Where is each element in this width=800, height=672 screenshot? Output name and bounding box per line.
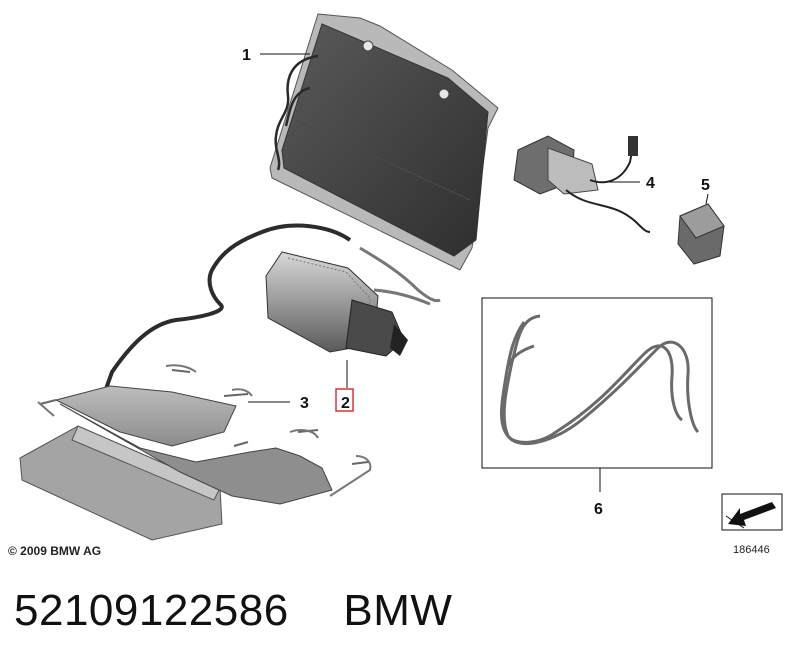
callout-6: 6 xyxy=(594,501,603,518)
relay-part xyxy=(677,193,725,265)
brand-name: BMW xyxy=(343,586,453,635)
hose-set-part xyxy=(481,297,713,492)
seat-bladder-part xyxy=(19,364,372,541)
air-hose xyxy=(100,223,352,401)
part-number: 52109122586 xyxy=(14,586,289,635)
callout-5: 5 xyxy=(701,177,710,194)
callout-2: 2 xyxy=(341,395,350,412)
callout-1: 1 xyxy=(242,47,251,64)
leader-lines xyxy=(260,53,640,183)
diagram-reference-number: 186446 xyxy=(733,544,770,556)
lumbar-pad-part xyxy=(269,13,499,271)
callout-3: 3 xyxy=(300,395,309,412)
diagram-reference-icon xyxy=(721,493,783,531)
callout-4: 4 xyxy=(646,175,655,192)
valve-block-part xyxy=(265,246,441,388)
callout-2-highlight-box xyxy=(335,388,354,412)
copyright-text: © 2009 BMW AG xyxy=(8,544,101,558)
pump-actuator-part xyxy=(513,135,651,233)
part-number-line: 52109122586 BMW xyxy=(14,586,452,636)
